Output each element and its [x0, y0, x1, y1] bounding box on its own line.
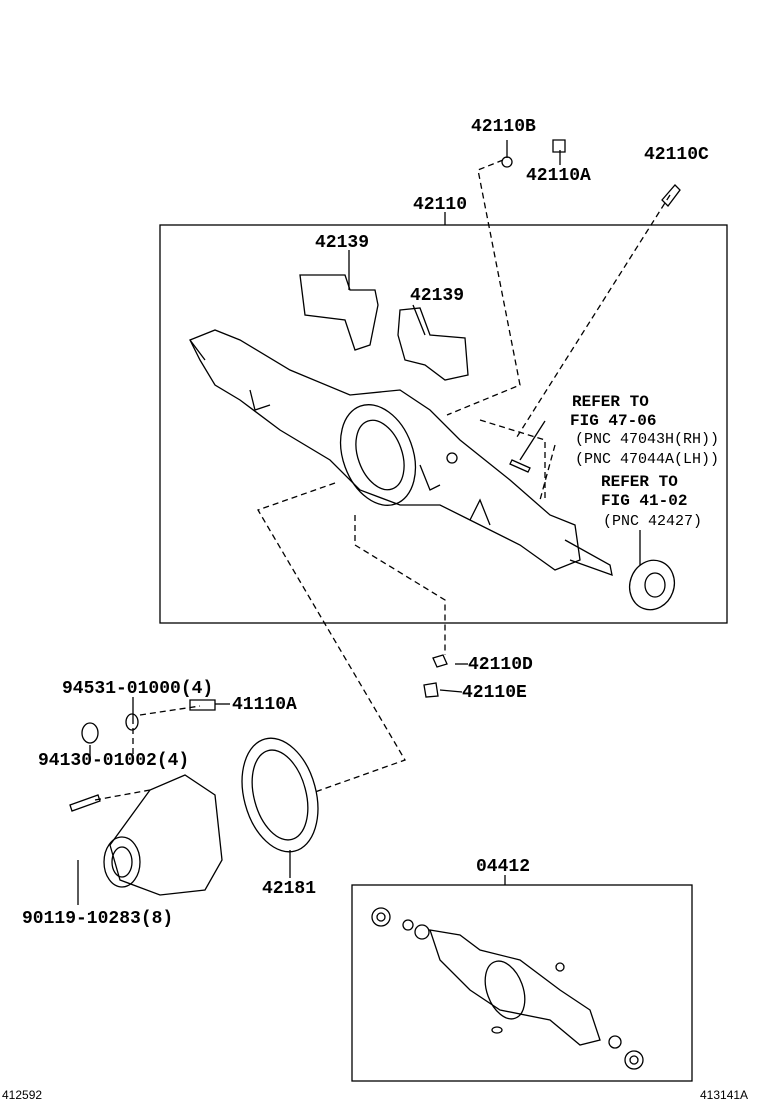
- reference-2-line3: (PNC 42427): [603, 513, 703, 530]
- part-label-42110E: 42110E: [462, 683, 527, 703]
- part-label-41110A: 41110A: [232, 695, 297, 715]
- bolt-47-06: [509, 459, 531, 473]
- part-label-42110: 42110: [413, 195, 468, 215]
- differential-carrier-drawing: [103, 774, 223, 896]
- part-label-42110B: 42110B: [471, 117, 536, 137]
- part-label-42110D: 42110D: [468, 655, 533, 675]
- axle-housing-group-box: [159, 224, 728, 624]
- part-label-94130-01002: 94130-01002(4): [38, 751, 190, 771]
- kit-group-box: [351, 884, 693, 1082]
- part-label-90119-10283: 90119-10283(8): [22, 909, 174, 929]
- fitting-42110C: [661, 184, 681, 207]
- footer-right-code: 413141A: [700, 1088, 749, 1102]
- nut-42110D: [432, 654, 448, 668]
- reference-2-line2: FIG 41-02: [601, 492, 688, 510]
- part-label-42139-right: 42139: [410, 286, 465, 306]
- bolt-90119: [69, 794, 101, 812]
- washer-42110B: [501, 156, 513, 168]
- part-label-94531-01000: 94531-01000(4): [62, 679, 214, 699]
- part-label-42139-left: 42139: [315, 233, 370, 253]
- part-label-42110A: 42110A: [526, 166, 591, 186]
- nut-42110E: [423, 682, 439, 698]
- bracket-left-drawing: [299, 274, 379, 351]
- washer-94531: [125, 713, 139, 731]
- axle-housing-drawing: [189, 329, 613, 576]
- nut-94130: [81, 722, 99, 744]
- reference-2-line1: REFER TO: [601, 473, 678, 491]
- stud-41110A: [189, 699, 216, 711]
- reference-1-line3: (PNC 47043H(RH)): [575, 431, 720, 448]
- part-label-42110C: 42110C: [644, 145, 709, 165]
- footer-left-code: 412592: [2, 1088, 43, 1102]
- part-label-42181: 42181: [262, 879, 317, 899]
- reference-1-line4: (PNC 47044A(LH)): [575, 451, 720, 468]
- gasket-42181-drawing: [241, 737, 319, 853]
- kit-04412-drawing: [371, 907, 644, 1070]
- reference-1-line2: FIG 47-06: [570, 412, 657, 430]
- part-label-04412: 04412: [476, 857, 531, 877]
- bracket-right-drawing: [397, 307, 469, 381]
- hub-seal-drawing: [628, 559, 676, 611]
- reference-1-line1: REFER TO: [572, 393, 649, 411]
- bolt-42110A: [552, 139, 566, 153]
